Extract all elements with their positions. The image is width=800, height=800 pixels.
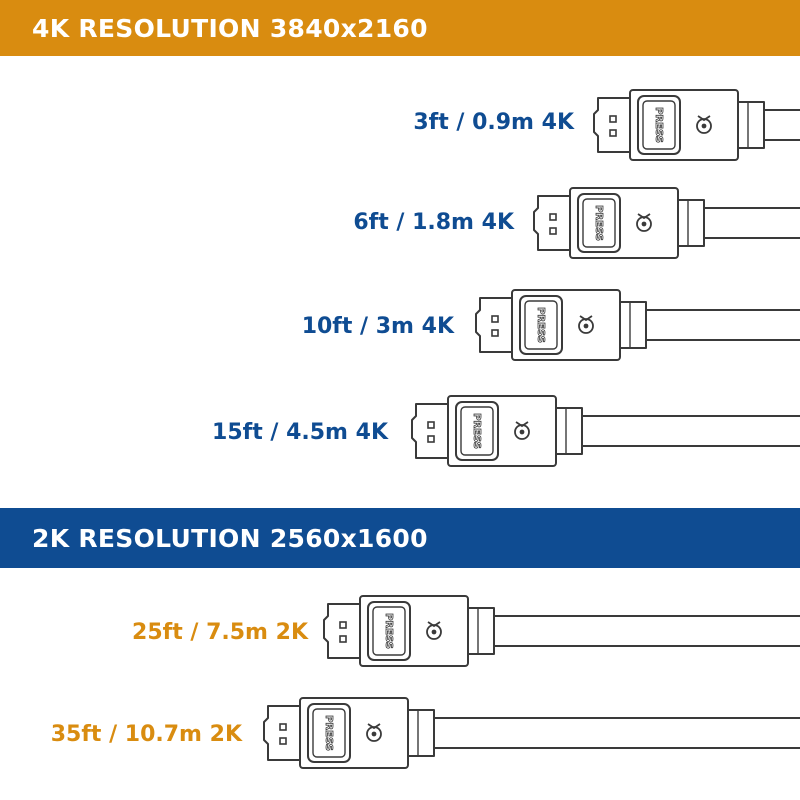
displayport-connector-icon: PRESS <box>475 289 800 361</box>
svg-text:PRESS: PRESS <box>593 205 604 241</box>
section-title-2k: 2K RESOLUTION 2560x1600 <box>32 523 428 553</box>
svg-text:PRESS: PRESS <box>471 413 482 449</box>
cable-row: 25ft / 7.5m 2K PRESS <box>0 592 800 672</box>
displayport-connector-icon: PRESS <box>533 187 800 259</box>
svg-text:PRESS: PRESS <box>323 715 334 751</box>
displayport-connector-icon: PRESS <box>263 697 800 769</box>
cable-row: 10ft / 3m 4K PRESS <box>0 286 800 366</box>
cable-row: 6ft / 1.8m 4K PRESS <box>0 184 800 264</box>
svg-text:PRESS: PRESS <box>383 613 394 649</box>
svg-text:PRESS: PRESS <box>535 307 546 343</box>
cable-row: 35ft / 10.7m 2K PRESS <box>0 694 800 774</box>
section-banner-4k: 4K RESOLUTION 3840x2160 <box>0 0 800 56</box>
cable-row: 3ft / 0.9m 4K PRESS <box>0 86 800 166</box>
displayport-connector-icon: PRESS <box>323 595 800 667</box>
section-banner-2k: 2K RESOLUTION 2560x1600 <box>0 508 800 568</box>
cable-length-label: 10ft / 3m 4K <box>301 314 454 339</box>
displayport-connector-icon: PRESS <box>411 395 800 467</box>
svg-text:PRESS: PRESS <box>653 107 664 143</box>
cable-length-label: 35ft / 10.7m 2K <box>50 722 242 747</box>
cable-length-label: 3ft / 0.9m 4K <box>413 110 574 135</box>
cable-length-label: 15ft / 4.5m 4K <box>212 420 388 445</box>
cable-length-label: 25ft / 7.5m 2K <box>132 620 308 645</box>
displayport-connector-icon: PRESS <box>593 89 800 161</box>
section-title-4k: 4K RESOLUTION 3840x2160 <box>32 13 428 43</box>
cable-row: 15ft / 4.5m 4K PRESS <box>0 392 800 472</box>
cable-length-label: 6ft / 1.8m 4K <box>353 210 514 235</box>
